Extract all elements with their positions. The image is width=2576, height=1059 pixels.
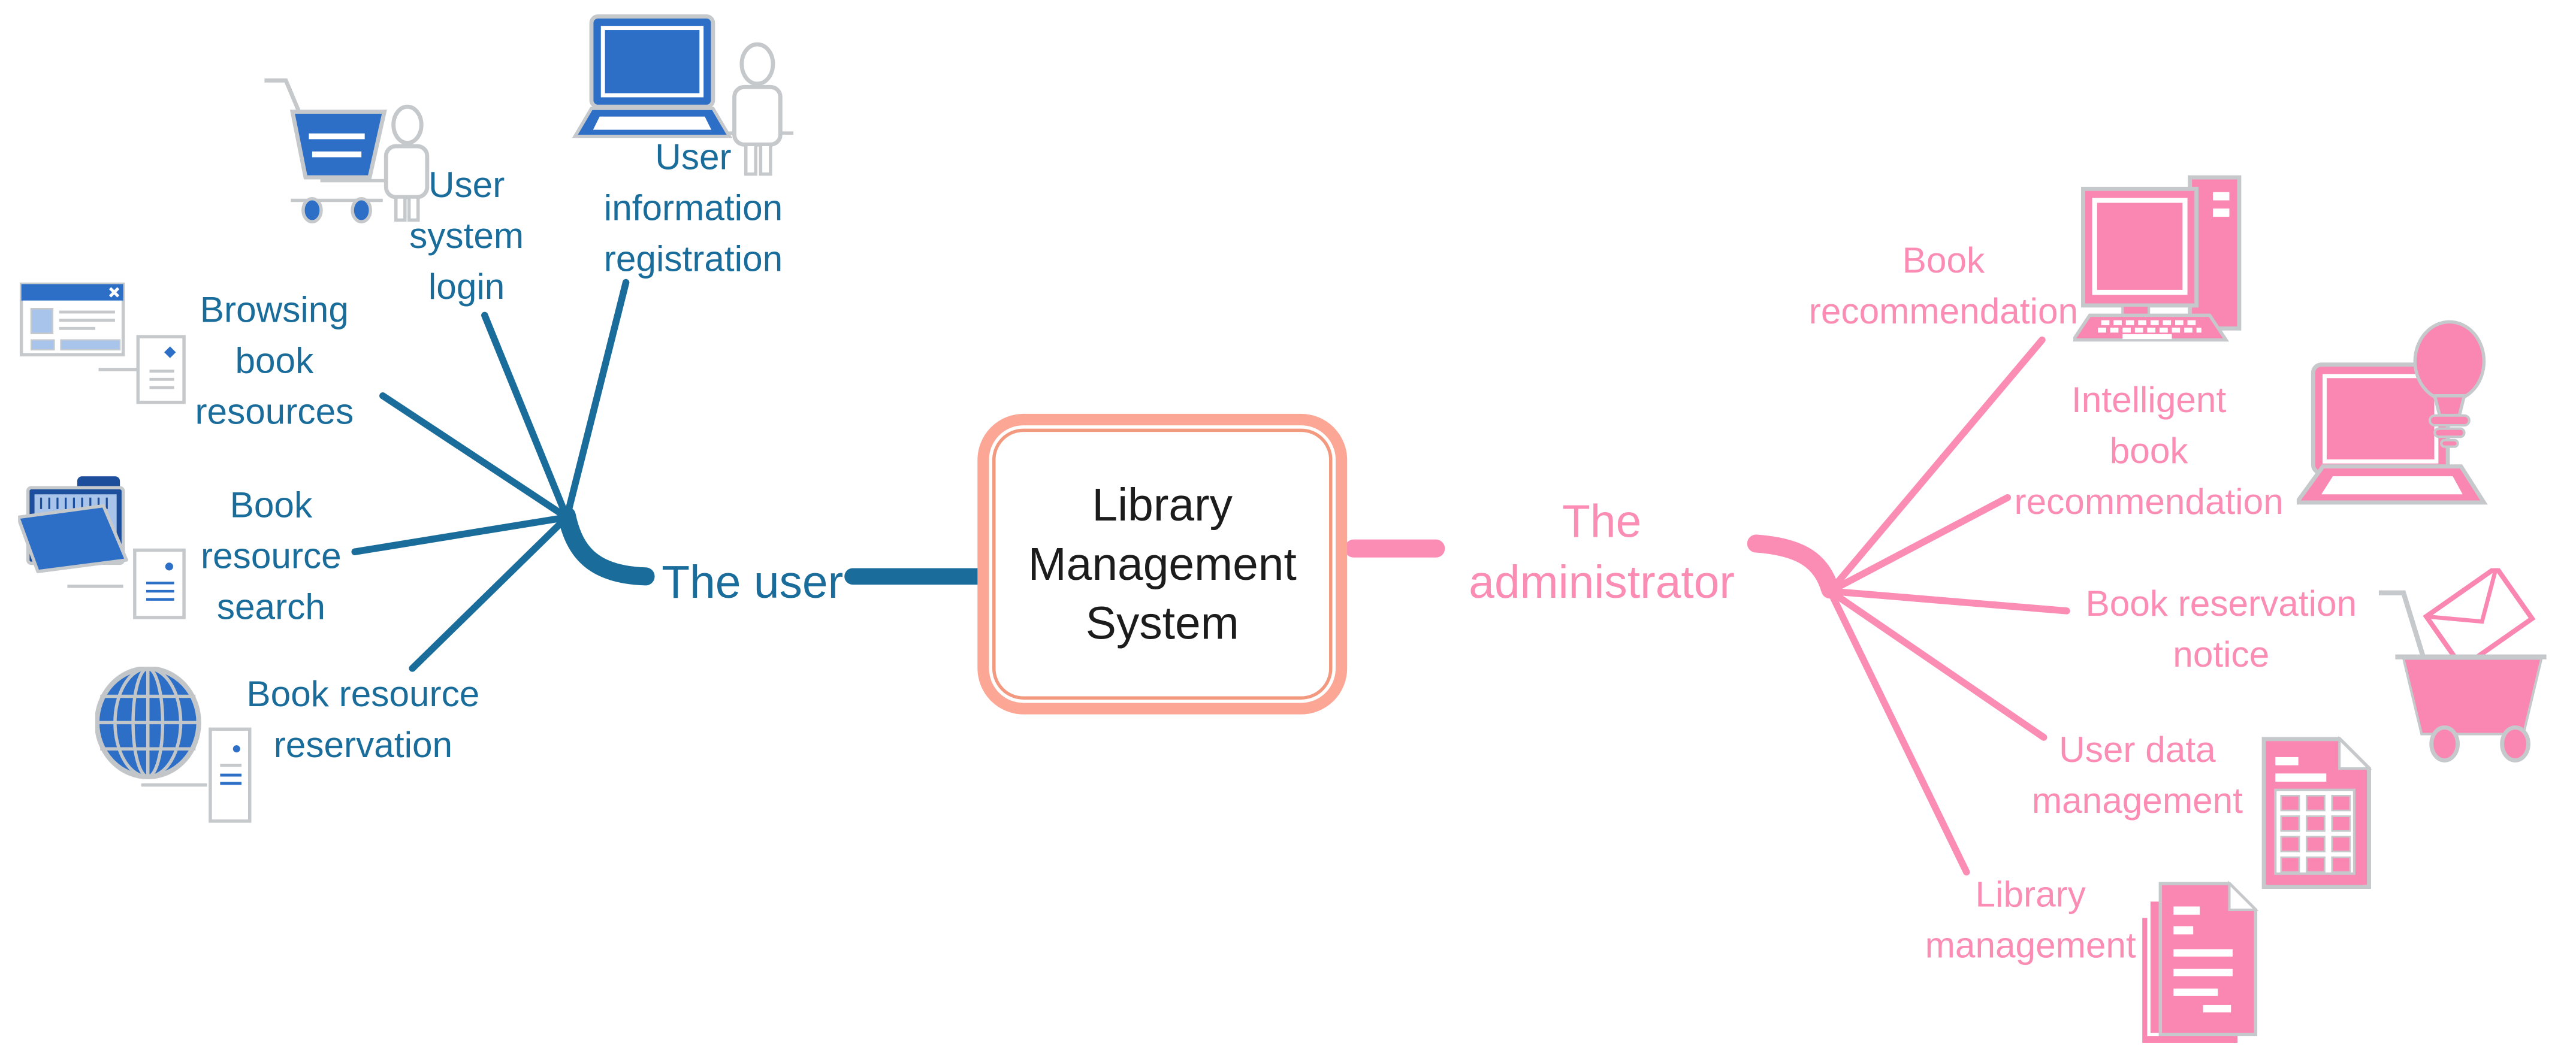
topic-label-book-reservation-notice: Book reservation notice xyxy=(2085,583,2357,675)
line-user-system-login xyxy=(481,311,570,521)
branch-label-the-administrator: The administrator xyxy=(1469,495,1735,608)
line-user-data-management xyxy=(1826,588,2047,741)
central-topic-title: Library Management System xyxy=(1028,479,1297,648)
topic-label-book-recommendation: Book recommendation xyxy=(1808,240,2079,332)
admin-trunk-curve xyxy=(1747,534,1840,599)
topic-label-book-resource-search: Book resource search xyxy=(201,484,342,628)
line-intelligent-book-recommendation xyxy=(1826,494,2012,595)
topic-label-library-management: Library management xyxy=(1925,873,2136,966)
browser-window-document-icon xyxy=(19,282,186,404)
topic-label-user-information-registration: User information registration xyxy=(603,136,783,280)
laptop-lightbulb-icon xyxy=(2296,320,2488,505)
central-topic-inner-frame: Library Management System xyxy=(992,428,1333,700)
central-topic: Library Management System xyxy=(977,413,1348,715)
spreadsheet-document-icon xyxy=(2261,736,2372,889)
user-branch-lines xyxy=(351,279,989,672)
topic-label-user-data-management: User data management xyxy=(2031,729,2243,821)
line-book-reservation-notice xyxy=(1826,588,2070,615)
topic-label-user-system-login: User system login xyxy=(409,164,524,307)
globe-document-icon xyxy=(95,667,252,823)
folder-document-icon xyxy=(18,476,186,619)
laptop-user-icon xyxy=(572,14,794,176)
branch-label-the-user: The user xyxy=(662,556,844,608)
stacked-documents-icon xyxy=(2140,881,2259,1046)
cart-envelope-icon xyxy=(2378,568,2547,763)
topic-label-intelligent-book-recommendation: Intelligent book recommendation xyxy=(2014,379,2284,522)
line-user-information-registration xyxy=(563,279,630,521)
admin-branch-lines xyxy=(1345,336,2070,876)
topic-label-book-resource-reservation: Book resource reservation xyxy=(246,673,480,765)
line-library-management xyxy=(1826,588,1970,876)
desktop-computer-icon xyxy=(2073,175,2242,342)
line-browsing-book-resources xyxy=(379,392,570,521)
topic-label-browsing-book-resources: Browsing book resources xyxy=(195,289,354,432)
user-trunk-curve xyxy=(557,506,655,586)
shopping-cart-user-icon xyxy=(264,78,430,223)
line-book-recommendation xyxy=(1826,336,2046,595)
line-book-resource-reservation xyxy=(409,513,570,672)
line-book-resource-search xyxy=(351,513,570,555)
